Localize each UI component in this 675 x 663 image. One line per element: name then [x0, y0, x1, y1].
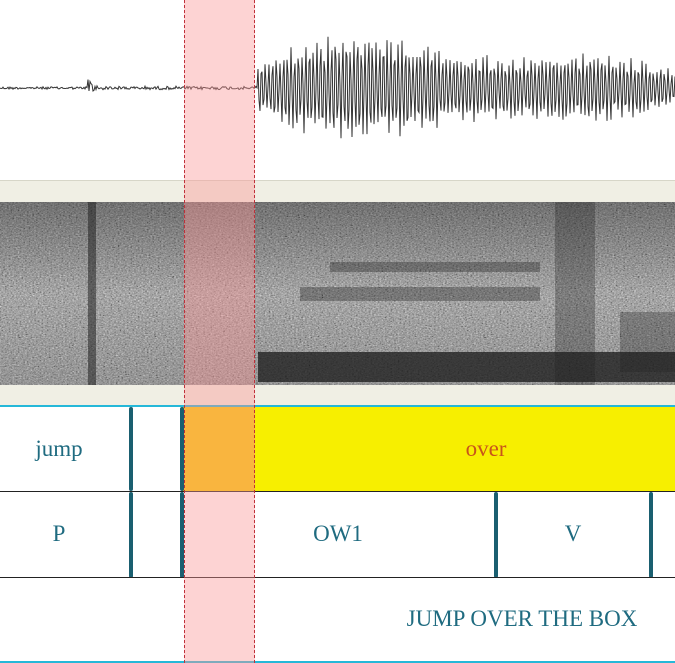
word-interval-highlight — [255, 407, 675, 491]
phone-label-ow1[interactable]: OW1 — [313, 521, 363, 546]
word-boundary[interactable] — [180, 407, 184, 491]
phone-boundary[interactable] — [180, 492, 184, 578]
waveform-trace — [0, 36, 675, 139]
utterance-label[interactable]: JUMP OVER THE BOX — [406, 606, 638, 631]
phone-boundary[interactable] — [649, 492, 653, 578]
word-label-jump[interactable]: jump — [35, 436, 83, 461]
utterance-tier[interactable]: JUMP OVER THE BOX — [0, 577, 675, 663]
word-label-over[interactable]: over — [465, 436, 507, 461]
selected-word-overlap — [182, 407, 255, 491]
waveform-panel[interactable] — [0, 0, 675, 180]
phone-boundary[interactable] — [494, 492, 498, 578]
word-boundary[interactable] — [129, 407, 133, 491]
spectrogram-image — [0, 202, 675, 385]
phone-tier[interactable]: P OW1 V — [0, 491, 675, 578]
phone-boundary[interactable] — [129, 492, 133, 578]
spectrogram-header-strip — [0, 180, 675, 202]
phone-label-v[interactable]: V — [564, 521, 582, 546]
word-tier[interactable]: jump over — [0, 405, 675, 491]
phone-label-p[interactable]: P — [52, 521, 66, 546]
spectrogram-panel[interactable] — [0, 202, 675, 385]
spectrogram-footer-strip — [0, 385, 675, 405]
